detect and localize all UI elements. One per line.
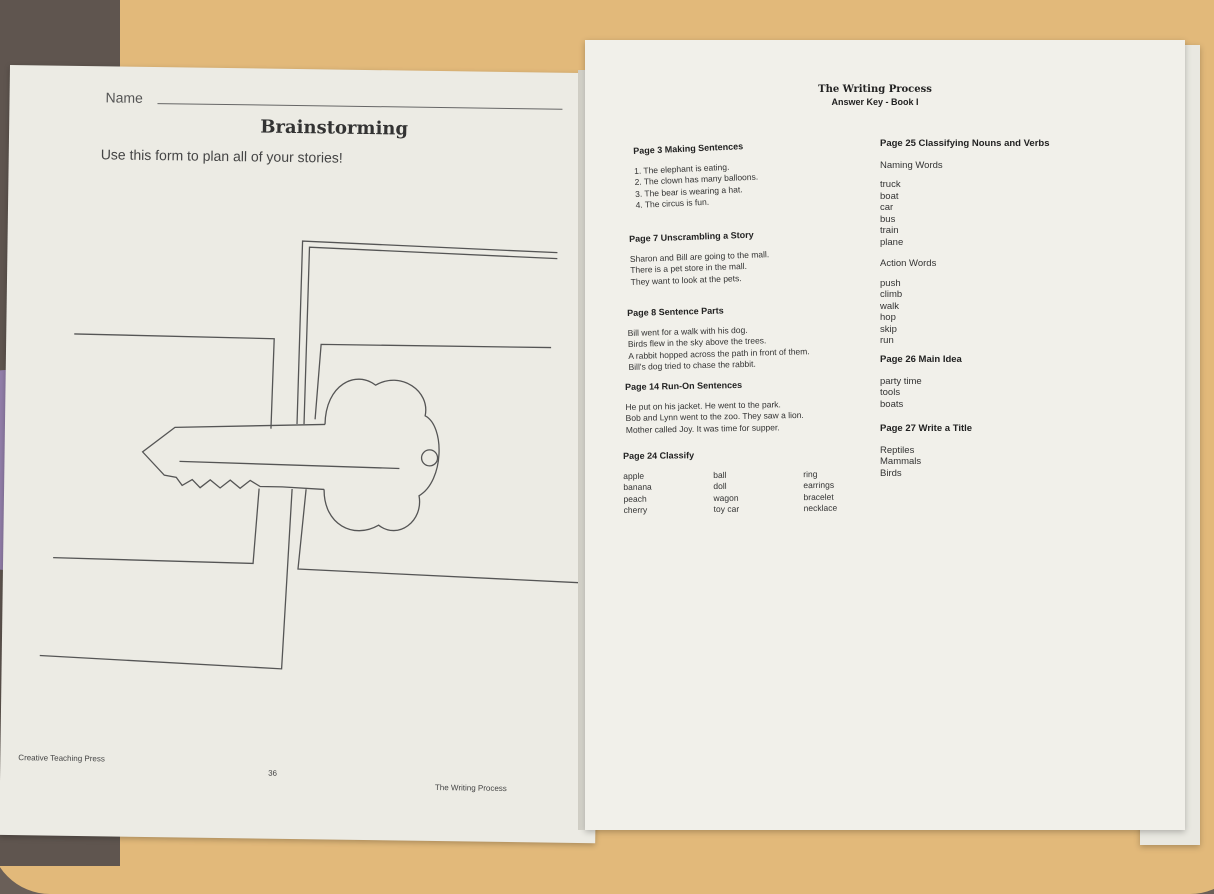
answer-key-subtitle: Answer Key - Book I [831,97,919,107]
naming-words-label: Naming Words [880,159,943,171]
classify-item: bracelet [803,491,834,502]
section-page-26: Page 26 Main Idea party time tools boats [880,354,962,410]
section-page-8: Page 8 Sentence Parts Bill went for a wa… [627,303,810,373]
action-word: skip [880,323,897,335]
answer-key-page: The Writing Process Answer Key - Book I … [585,40,1185,830]
title-item: Mammals [880,456,922,467]
classify-item: peach [623,493,647,504]
section-page-27: Page 27 Write a Title Reptiles Mammals B… [880,423,972,479]
section-heading: Page 27 Write a Title [880,423,973,434]
naming-word: train [880,225,899,236]
title-item: Reptiles [880,444,915,456]
action-word: climb [880,289,903,300]
classify-item: necklace [803,502,838,514]
section-heading: Page 7 Unscrambling a Story [629,229,754,244]
naming-word: car [880,202,894,213]
classify-item: ball [713,469,727,480]
section-page-24: Page 24 Classify apple banana peach cher… [623,448,894,516]
action-word: push [880,277,901,289]
action-word: run [880,335,894,346]
action-word: walk [880,300,900,312]
footer-publisher: Creative Teaching Press [18,753,105,764]
name-label: Name [105,89,144,106]
classify-item: toy car [713,503,740,515]
footer-page-number: 36 [268,768,278,778]
main-idea-item: boats [880,398,904,410]
section-page-3: Page 3 Making Sentences 1. The elephant … [633,141,759,212]
footer-book-title: The Writing Process [434,783,507,794]
action-word: hop [880,312,896,323]
section-heading: Page 25 Classifying Nouns and Verbs [880,138,1050,149]
naming-word: bus [880,213,896,225]
classify-item: doll [713,480,727,492]
name-line[interactable] [157,103,563,110]
classify-item: apple [623,470,645,481]
section-heading: Page 26 Main Idea [880,354,962,365]
naming-word: plane [880,236,904,248]
classify-item: wagon [713,492,739,503]
section-heading: Page 14 Run-On Sentences [625,379,743,392]
action-words-label: Action Words [880,258,937,269]
key-brainstorm-diagram [39,240,588,670]
section-page-14: Page 14 Run-On Sentences He put on his j… [625,379,804,436]
worksheet-title: Brainstorming [260,116,409,140]
section-page-7: Page 7 Unscrambling a Story Sharon and B… [629,229,770,288]
classify-item: earrings [803,479,835,491]
classify-item: cherry [623,504,648,515]
worksheet-page: Name Brainstorming Use this form to plan… [0,65,606,844]
section-heading: Page 24 Classify [623,450,695,461]
classify-grid: apple banana peach cherry ball doll wago… [623,468,893,517]
section-page-25: Page 25 Classifying Nouns and Verbs Nami… [880,138,1049,347]
naming-word: boat [880,190,899,202]
section-heading: Page 8 Sentence Parts [627,305,724,318]
main-idea-item: tools [880,387,901,398]
classify-column-fruits: apple banana peach cherry [623,470,713,517]
main-idea-item: party time [880,375,922,387]
worksheet-subtitle: Use this form to plan all of your storie… [100,146,343,166]
section-heading: Page 3 Making Sentences [633,141,744,156]
classify-item: banana [623,481,652,492]
title-item: Birds [880,467,902,479]
classify-column-toys: ball doll wagon toy car [713,469,803,516]
answer-line: Mother called Joy. It was time for suppe… [625,421,780,435]
naming-word: truck [880,179,901,190]
answer-key-title: The Writing Process [818,84,932,95]
